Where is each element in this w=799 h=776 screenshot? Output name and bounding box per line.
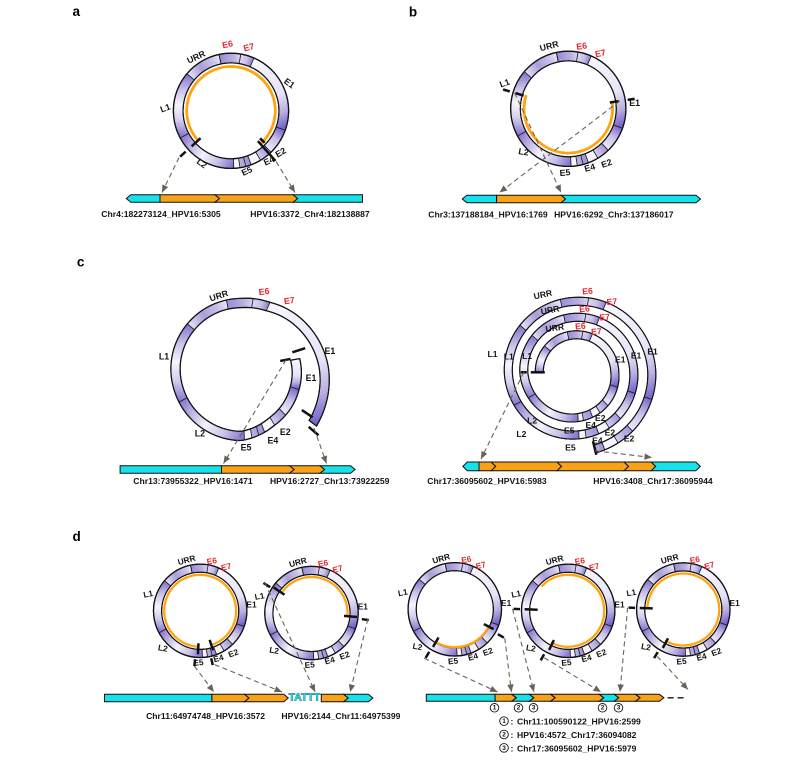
svg-text:E1: E1 xyxy=(306,373,317,383)
svg-text:E6: E6 xyxy=(258,286,270,297)
svg-text:E6: E6 xyxy=(460,554,472,566)
svg-text:E2: E2 xyxy=(605,428,616,438)
svg-text:a: a xyxy=(73,4,81,19)
svg-text:1: 1 xyxy=(493,705,497,712)
svg-text:E1: E1 xyxy=(325,346,336,356)
svg-text:E2: E2 xyxy=(595,413,606,423)
svg-text:c: c xyxy=(77,255,85,270)
svg-text:E6: E6 xyxy=(574,555,586,567)
svg-text:E5: E5 xyxy=(559,167,571,178)
svg-text:HPV16:4572_Chr17:36094082: HPV16:4572_Chr17:36094082 xyxy=(517,730,637,740)
svg-text:E5: E5 xyxy=(565,442,576,452)
svg-text:3: 3 xyxy=(502,745,506,752)
svg-text:HPV16:2727_Chr13:73922259: HPV16:2727_Chr13:73922259 xyxy=(270,476,390,486)
svg-text:L1: L1 xyxy=(522,351,532,361)
svg-text:b: b xyxy=(409,4,417,19)
svg-text:E1: E1 xyxy=(614,600,625,610)
svg-text:L2: L2 xyxy=(518,146,530,158)
svg-text:E1: E1 xyxy=(631,351,642,361)
svg-text:2: 2 xyxy=(601,705,605,712)
svg-text:E6: E6 xyxy=(206,555,218,567)
svg-text:E4: E4 xyxy=(592,436,603,446)
svg-text:HPV16:2144_Chr11:64975399: HPV16:2144_Chr11:64975399 xyxy=(281,711,400,721)
svg-text:Chr3:137188184_HPV16:1769: Chr3:137188184_HPV16:1769 xyxy=(428,210,548,220)
svg-text:E1: E1 xyxy=(358,602,369,612)
svg-text:2: 2 xyxy=(517,705,521,712)
svg-text:E4: E4 xyxy=(268,436,279,446)
svg-text:E7: E7 xyxy=(591,326,603,337)
svg-text::: : xyxy=(511,730,514,740)
svg-text:3: 3 xyxy=(617,705,621,712)
svg-text:Chr13:73955322_HPV16:1471: Chr13:73955322_HPV16:1471 xyxy=(133,476,253,486)
svg-text:E7: E7 xyxy=(606,296,618,307)
svg-text:HPV16:3408_Chr17:36095944: HPV16:3408_Chr17:36095944 xyxy=(593,476,713,486)
svg-text:E5: E5 xyxy=(561,657,572,668)
svg-text:L2: L2 xyxy=(516,429,526,439)
svg-text:E1: E1 xyxy=(615,355,626,365)
svg-text:HPV16:6292_Chr3:137186017: HPV16:6292_Chr3:137186017 xyxy=(554,210,674,220)
svg-text:3: 3 xyxy=(532,705,536,712)
svg-text:E5: E5 xyxy=(564,425,575,435)
svg-text::: : xyxy=(511,717,514,727)
svg-text:L1: L1 xyxy=(487,349,497,359)
svg-text:Chr17:36095602_HPV16:5983: Chr17:36095602_HPV16:5983 xyxy=(427,476,547,486)
svg-text:E2: E2 xyxy=(624,433,635,443)
svg-text:Chr11:100590122_HPV16:2599: Chr11:100590122_HPV16:2599 xyxy=(517,717,641,727)
svg-text:E6: E6 xyxy=(689,554,701,566)
svg-text:L1: L1 xyxy=(504,352,514,362)
svg-text:E6: E6 xyxy=(575,321,587,332)
svg-text:Chr17:36095602_HPV16:5979: Chr17:36095602_HPV16:5979 xyxy=(517,743,637,753)
svg-text:E5: E5 xyxy=(676,656,687,667)
svg-text:d: d xyxy=(72,529,80,544)
svg-text:E6: E6 xyxy=(317,557,329,569)
svg-text:E1: E1 xyxy=(647,346,658,356)
svg-text:E6: E6 xyxy=(582,286,594,297)
svg-text:1: 1 xyxy=(502,718,506,725)
svg-text:E5: E5 xyxy=(448,656,459,667)
svg-text:L2: L2 xyxy=(527,415,537,425)
svg-text:Chr4:182273124_HPV16:5305: Chr4:182273124_HPV16:5305 xyxy=(101,209,221,219)
svg-text:Chr11:64974748_HPV16:3572: Chr11:64974748_HPV16:3572 xyxy=(146,711,265,721)
svg-text:L1: L1 xyxy=(159,352,169,362)
svg-text:E7: E7 xyxy=(599,312,611,323)
svg-text:E1: E1 xyxy=(730,598,741,608)
svg-text:E2: E2 xyxy=(280,427,291,437)
svg-text:E6: E6 xyxy=(579,303,591,314)
svg-text:E5: E5 xyxy=(304,659,315,670)
svg-text:L2: L2 xyxy=(195,429,205,439)
svg-text:E7: E7 xyxy=(283,295,295,306)
svg-text:HPV16:3372_Chr4:182138887: HPV16:3372_Chr4:182138887 xyxy=(250,209,370,219)
svg-text:TATTT: TATTT xyxy=(289,692,321,704)
svg-text:2: 2 xyxy=(502,731,506,738)
svg-text::: : xyxy=(511,743,514,753)
svg-text:E1: E1 xyxy=(501,598,512,608)
svg-text:E6: E6 xyxy=(576,40,588,51)
svg-text:E5: E5 xyxy=(241,443,252,453)
svg-text:E1: E1 xyxy=(629,98,640,108)
